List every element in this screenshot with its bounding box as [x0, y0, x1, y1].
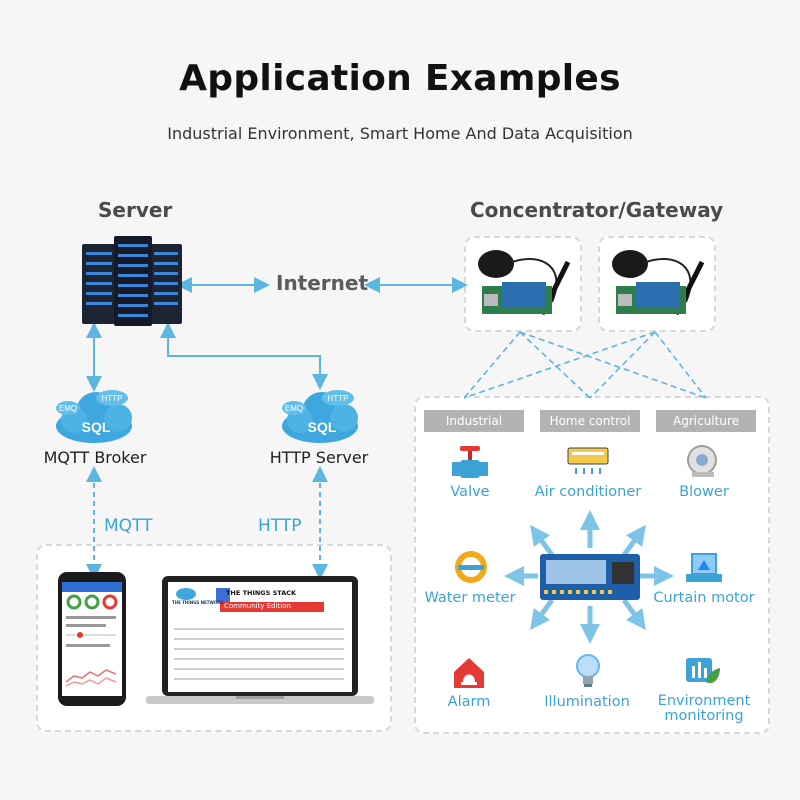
blower-label: Blower [679, 484, 729, 500]
server-http-link [160, 322, 328, 390]
sql-text: SQL [82, 419, 111, 435]
http-text: HTTP [102, 394, 123, 403]
http-text: HTTP [328, 394, 349, 403]
things-network-label: THE THINGS NETWORK [172, 600, 224, 605]
http-link-label: HTTP [258, 516, 302, 536]
page-title: Application Examples [179, 58, 621, 99]
alarm-icon [454, 658, 484, 688]
gateway-module-2-icon [612, 250, 705, 316]
lora-node-board-icon [540, 554, 640, 600]
category-industrial: Industrial control [424, 410, 524, 450]
hub-arrows [504, 510, 674, 644]
air-conditioner-label: Air conditioner [534, 484, 642, 500]
water-meter-icon [455, 551, 487, 583]
smartphone-icon [58, 572, 126, 706]
page-subtitle: Industrial Environment, Smart Home And D… [167, 124, 633, 143]
emq-text: EMQ [285, 404, 303, 413]
category-home: Home control [540, 410, 640, 432]
http-cloud-icon: EMQ HTTP SQL [282, 390, 358, 443]
valve-icon [452, 446, 488, 478]
mqtt-broker-label: MQTT Broker [43, 448, 147, 467]
mqtt-link-label: MQTT [104, 516, 153, 536]
environment-monitoring-line-2: monitoring [664, 708, 744, 724]
things-stack-brand: THE THINGS STACK [226, 589, 297, 597]
gateway-fanout [463, 331, 707, 399]
alarm-label: Alarm [447, 694, 491, 710]
mqtt-cloud-icon: EMQ HTTP SQL [56, 390, 132, 443]
laptop-icon [146, 576, 374, 704]
things-stack-edition: Community Edition [224, 602, 291, 610]
water-meter-label: Water meter [424, 590, 516, 606]
environment-monitoring-label: Environment monitoring [648, 694, 760, 724]
environment-monitoring-icon [686, 658, 720, 684]
illumination-label: Illumination [544, 694, 630, 710]
air-conditioner-icon [567, 447, 609, 474]
category-agriculture: Agriculture control [656, 410, 756, 450]
blower-icon [687, 445, 717, 477]
curtain-motor-icon [686, 553, 722, 582]
internet-label: Internet [276, 271, 369, 295]
server-heading: Server [98, 198, 173, 222]
sql-text: SQL [308, 419, 337, 435]
gateway-module-1-icon [478, 250, 571, 316]
illumination-icon [576, 654, 600, 687]
emq-text: EMQ [59, 404, 77, 413]
server-rack-icon [82, 236, 182, 326]
http-server-label: HTTP Server [269, 448, 369, 467]
gateway-heading: Concentrator/Gateway [470, 198, 724, 222]
curtain-motor-label: Curtain motor [653, 590, 755, 606]
environment-monitoring-line-1: Environment [657, 693, 751, 709]
valve-label: Valve [450, 484, 490, 500]
